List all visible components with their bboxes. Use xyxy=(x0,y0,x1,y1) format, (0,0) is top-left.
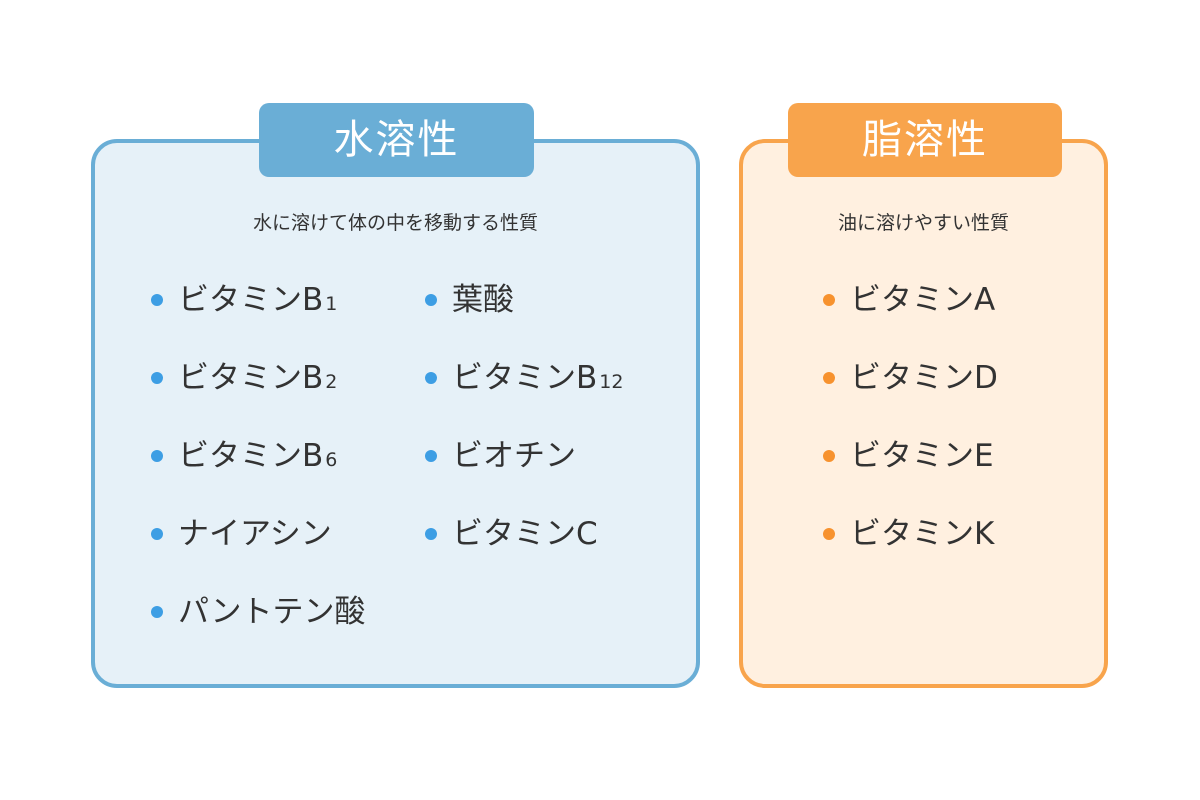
bullet-icon xyxy=(425,372,437,384)
item-label: 葉酸 xyxy=(452,282,514,318)
item-label: パントテン酸 xyxy=(178,594,366,630)
item-subscript: 2 xyxy=(325,371,338,393)
bullet-icon xyxy=(151,606,163,618)
bullet-icon xyxy=(151,294,163,306)
water-soluble-description: 水に溶けて体の中を移動する性質 xyxy=(252,212,538,234)
bullet-icon xyxy=(151,528,163,540)
bullet-icon xyxy=(823,450,835,462)
bullet-icon xyxy=(151,450,163,462)
fat-soluble-description: 油に溶けやすい性質 xyxy=(837,212,1009,234)
item-subscript: 1 xyxy=(325,293,338,315)
item-label: ビタミンB xyxy=(178,282,324,318)
item-label: ビタミンB xyxy=(178,438,324,474)
item-label: ビタミンD xyxy=(850,360,998,396)
item-label: ビタミンC xyxy=(452,516,598,552)
bullet-icon xyxy=(823,528,835,540)
item-label: ビタミンA xyxy=(850,282,996,318)
water-soluble-title: 水溶性 xyxy=(259,103,534,177)
bullet-icon xyxy=(425,294,437,306)
item-label: ビタミンB xyxy=(452,360,598,396)
item-label: ビオチン xyxy=(452,438,576,474)
bullet-icon xyxy=(425,450,437,462)
item-label: ナイアシン xyxy=(178,516,332,552)
item-label: ビタミンB xyxy=(178,360,324,396)
fat-soluble-title: 脂溶性 xyxy=(788,103,1062,177)
item-label: ビタミンE xyxy=(850,438,994,474)
item-label: ビタミンK xyxy=(850,516,995,552)
bullet-icon xyxy=(151,372,163,384)
bullet-icon xyxy=(823,372,835,384)
water-soluble-panel xyxy=(91,139,700,688)
item-subscript: 12 xyxy=(599,371,624,393)
item-subscript: 6 xyxy=(325,449,338,471)
bullet-icon xyxy=(823,294,835,306)
bullet-icon xyxy=(425,528,437,540)
